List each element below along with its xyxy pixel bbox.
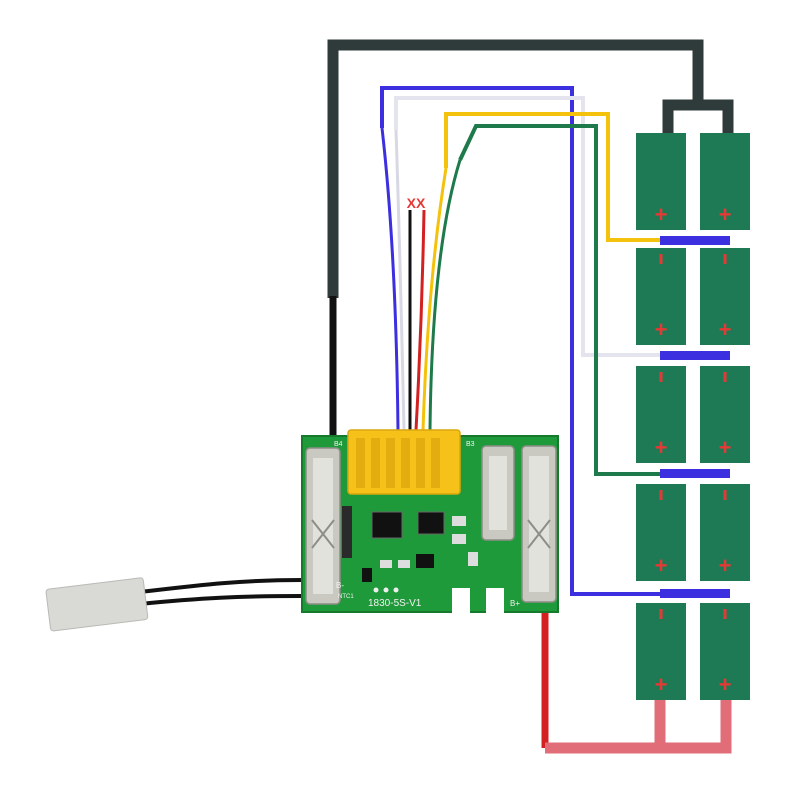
cell-terminals: + + + + + + + + + + [655, 202, 732, 697]
board-cutout [486, 588, 504, 614]
smd-components [342, 506, 478, 593]
no-connect-marker: XX [407, 195, 426, 211]
series-link [660, 589, 730, 598]
pad-label-b-minus: B- [336, 581, 344, 590]
series-links [660, 236, 730, 598]
series-link [660, 351, 730, 360]
cell [700, 603, 750, 700]
plus-terminal: + [719, 202, 732, 227]
cell [636, 366, 686, 463]
plus-terminal: + [655, 672, 668, 697]
terminal-clip-negative [305, 447, 341, 605]
balance-wire-blue [380, 86, 660, 596]
terminal-clip-positive [521, 445, 557, 603]
cell-pack [636, 133, 750, 700]
cell-minus-terminals [659, 254, 727, 619]
cell [636, 248, 686, 345]
plus-terminal: + [655, 553, 668, 578]
plus-terminal: + [655, 317, 668, 342]
plus-terminal: + [719, 672, 732, 697]
cell [636, 484, 686, 581]
lead-yellow [421, 167, 448, 431]
pad-label-b4: B4 [334, 441, 343, 448]
main-negative-wire [327, 39, 734, 298]
balance-wire-white [394, 96, 665, 357]
pad-label-b-plus: B+ [510, 599, 520, 608]
balance-wire-green [458, 124, 665, 476]
cell [700, 248, 750, 345]
main-positive-wire [545, 690, 732, 754]
plus-terminal: + [719, 435, 732, 460]
series-link [660, 236, 730, 245]
ntc-label: NTC1 [338, 594, 354, 600]
lead-green [428, 159, 462, 431]
lead-red [414, 209, 426, 431]
pad-label-b3: B3 [466, 441, 475, 448]
lead-white [394, 129, 406, 431]
balance-wire-yellow [444, 112, 665, 242]
thermistor [45, 577, 149, 632]
plus-terminal: + [719, 553, 732, 578]
cell [636, 133, 686, 230]
lead-blue [380, 127, 400, 431]
cell [700, 366, 750, 463]
board-cutout [452, 588, 470, 614]
terminal-clip-b3 [481, 445, 515, 541]
protection-board: 1830-5S-V1 B- B+ B4 B3 NTC1 [301, 429, 559, 614]
plus-terminal: + [719, 317, 732, 342]
cell [700, 484, 750, 581]
series-link [660, 469, 730, 478]
board-model-label: 1830-5S-V1 [368, 598, 422, 609]
thermistor-wire-2 [139, 594, 303, 606]
plus-terminal: + [655, 435, 668, 460]
connector-pins [356, 438, 440, 488]
cell [700, 133, 750, 230]
thermistor-wire-1 [139, 578, 303, 594]
plus-terminal: + [655, 202, 668, 227]
cell [636, 603, 686, 700]
